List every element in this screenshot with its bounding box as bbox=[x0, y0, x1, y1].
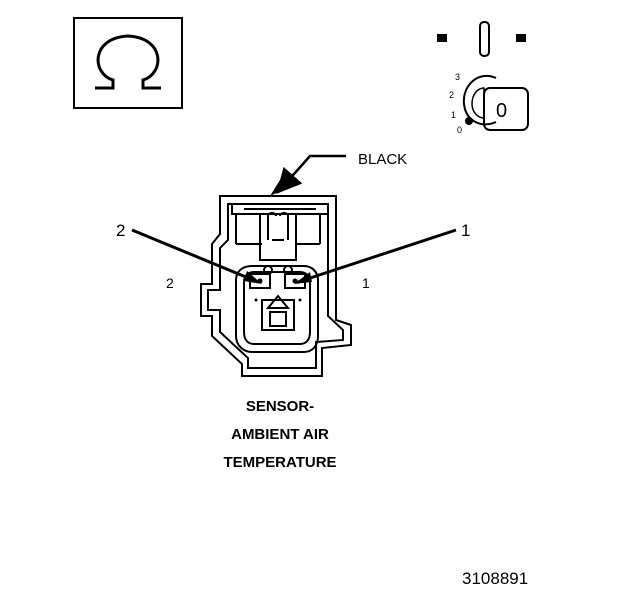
key-state-label: 0 bbox=[496, 100, 507, 122]
color-label: BLACK bbox=[358, 151, 407, 168]
cavity-number-2: 2 bbox=[166, 275, 174, 291]
pin-callout-2: 2 bbox=[116, 221, 125, 240]
key-position-1: 1 bbox=[451, 110, 456, 120]
pin-callout-1: 1 bbox=[461, 221, 470, 240]
key-position-0: 0 bbox=[457, 125, 462, 135]
ignition-key-icon: 3 2 1 0 0 bbox=[449, 72, 529, 135]
cavity-number-1: 1 bbox=[362, 275, 370, 291]
connector-body bbox=[200, 195, 352, 377]
color-callout: BLACK bbox=[270, 151, 407, 196]
figure-number: 3108891 bbox=[462, 569, 529, 588]
ohm-symbol-icon bbox=[73, 17, 183, 109]
caption-line-2: AMBIENT AIR bbox=[231, 426, 329, 443]
caption-line-1: SENSOR- bbox=[245, 398, 315, 415]
caption-line-3: TEMPERATURE bbox=[223, 454, 337, 471]
key-position-2: 2 bbox=[449, 90, 454, 100]
key-position-3: 3 bbox=[455, 72, 460, 82]
pin-callouts: 2 1 bbox=[116, 221, 470, 284]
connector-pair-icon bbox=[437, 21, 526, 57]
